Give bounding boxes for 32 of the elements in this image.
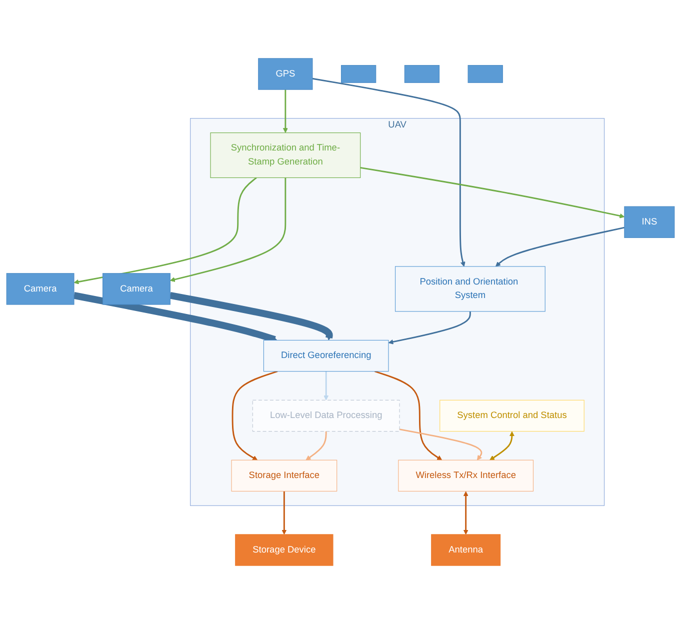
arrow (170, 292, 333, 340)
arrow (282, 491, 287, 535)
arrow (74, 177, 257, 284)
arrow (463, 491, 468, 535)
arrow (232, 370, 278, 460)
node-box: Storage Device (235, 534, 334, 566)
node-box: Antenna (431, 534, 501, 566)
arrow (312, 78, 466, 267)
node-box: System Control and Status (440, 400, 584, 432)
node-box: Wireless Tx/Rx Interface (398, 460, 534, 492)
arrow (495, 226, 625, 267)
node-box (404, 65, 440, 83)
arrow (306, 431, 327, 460)
arrow (490, 431, 514, 460)
arrow (399, 428, 482, 460)
node-box (468, 65, 503, 83)
arrow (360, 166, 625, 218)
node-box: Position and Orientation System (394, 266, 546, 312)
arrow (282, 90, 288, 133)
node-box (340, 65, 376, 83)
node-box: Low-Level Data Processing (252, 400, 400, 432)
node-box: INS (624, 206, 675, 238)
arrow (388, 311, 471, 344)
node-box: Camera (6, 273, 74, 305)
node-box: GPS (258, 58, 313, 90)
node-box: Storage Interface (231, 460, 338, 492)
arrow (324, 371, 329, 400)
node-box: Camera (102, 273, 170, 305)
arrow (374, 370, 442, 460)
node-box: Direct Georeferencing (263, 340, 389, 372)
arrow (170, 178, 286, 282)
node-box: Synchronization and Time-Stamp Generation (210, 132, 361, 178)
